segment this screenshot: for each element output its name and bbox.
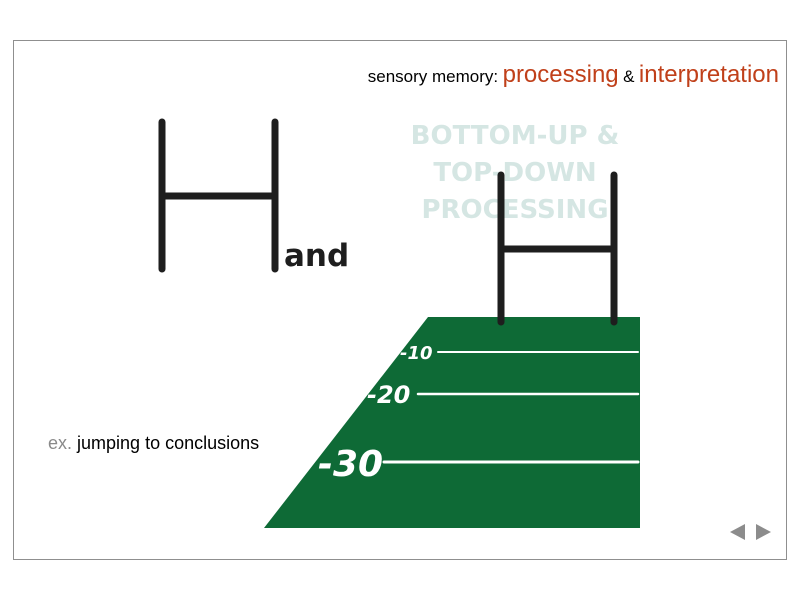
watermark-line-3: PROCESSING <box>421 195 609 225</box>
example-prefix: ex. <box>48 433 73 453</box>
and-word: and <box>284 238 350 274</box>
yard-number-30: -30 <box>318 444 383 485</box>
example-text: ex. jumping to conclusions <box>48 433 259 454</box>
yard-number-20: -20 <box>367 381 410 409</box>
watermark-text: BOTTOM-UP & TOP-DOWN PROCESSING <box>405 118 625 229</box>
football-field <box>264 317 640 528</box>
example-body: jumping to conclusions <box>77 433 260 453</box>
title-part-interpretation: interpretation <box>638 61 779 88</box>
next-slide-icon[interactable] <box>756 524 771 540</box>
watermark-line-1: BOTTOM-UP & <box>410 121 620 151</box>
title-part-processing: processing <box>502 61 619 88</box>
title-ampersand: & <box>623 67 635 86</box>
goalpost-shape <box>497 171 618 326</box>
yard-lines <box>382 351 640 464</box>
title-part-sensory-memory: sensory memory: <box>367 67 499 86</box>
slide-title: sensory memory: processing & interpretat… <box>368 61 779 89</box>
previous-slide-icon[interactable] <box>730 524 745 540</box>
yard-numbers: -10 -20 -30 <box>318 343 433 485</box>
watermark-line-2: TOP-DOWN <box>433 158 597 188</box>
letter-h-shape <box>158 118 279 273</box>
yard-number-10: -10 <box>400 343 433 364</box>
